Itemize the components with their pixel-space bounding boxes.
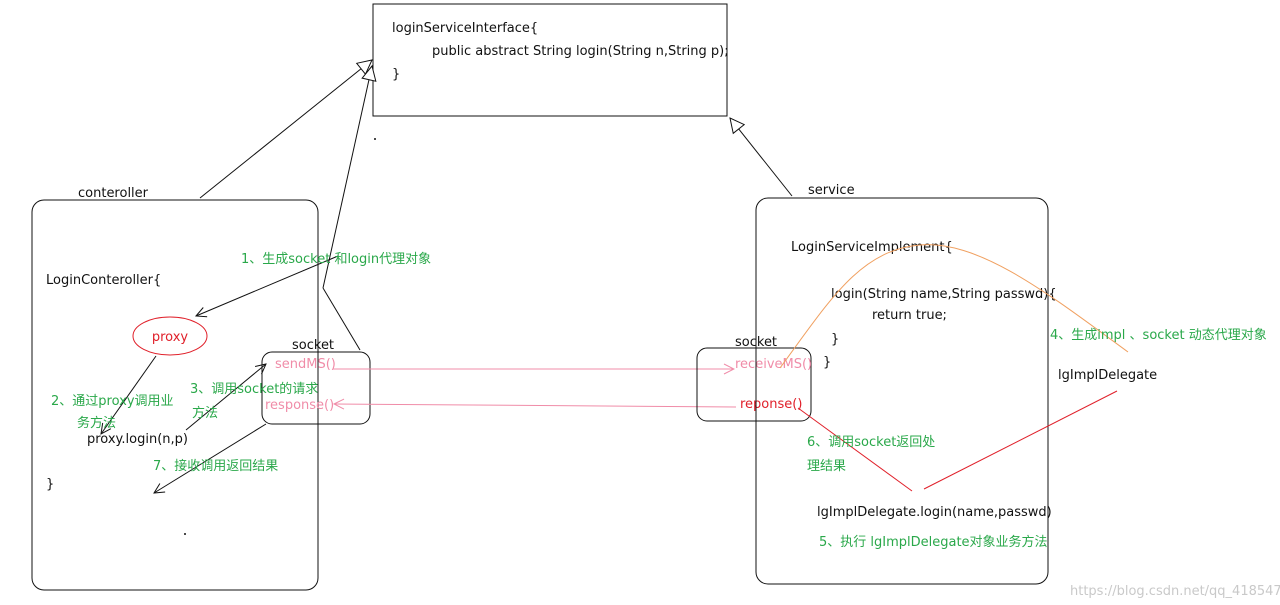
delegate-call: lgImplDelegate.login(name,passwd) xyxy=(817,505,1052,520)
step2-label-a: 2、通过proxy调用业 xyxy=(51,394,174,409)
controller-call: proxy.login(n,p) xyxy=(87,432,188,447)
step5-label: 5、执行 lgImplDelegate对象业务方法 xyxy=(819,534,1048,550)
controller-class-close: } xyxy=(46,477,54,492)
socket-to-proxy-line xyxy=(322,287,361,351)
service-title: service xyxy=(808,183,855,198)
step1-label: 1、生成socket 和login代理对象 xyxy=(241,252,431,267)
client-socket-title: socket xyxy=(292,338,334,353)
proxy-implements-arrow xyxy=(322,66,372,289)
step2-label-b: 务方法 xyxy=(77,415,116,431)
step3-label-b: 方法 xyxy=(192,405,218,421)
service-return: return true; xyxy=(872,308,947,323)
interface-box xyxy=(372,3,728,117)
interface-line-2: public abstract String login(String n,St… xyxy=(432,44,729,59)
client-socket-box xyxy=(261,351,371,425)
delegate-label: lgImplDelegate xyxy=(1058,368,1157,383)
dot-mark xyxy=(374,138,376,140)
service-inner-close: } xyxy=(831,332,839,347)
step3-arrow xyxy=(185,364,266,431)
service-box xyxy=(755,197,1049,585)
client-send-label: sendMS() xyxy=(275,357,336,372)
step6-label-a: 6、调用socket返回处 xyxy=(807,435,935,450)
interface-line-1: loginServiceInterface{ xyxy=(392,21,538,36)
dot-mark-2 xyxy=(184,533,186,535)
interface-line-3: } xyxy=(392,67,400,82)
response-message-line xyxy=(334,404,737,407)
server-reponse-label: reponse() xyxy=(740,397,802,412)
proxy-ellipse xyxy=(132,316,208,356)
step4-curve xyxy=(779,244,1129,369)
proxy-label: proxy xyxy=(152,330,189,345)
controller-class-open: LoginConteroller{ xyxy=(46,273,161,288)
controller-title: conteroller xyxy=(78,186,149,201)
step5-red-line xyxy=(923,390,1118,490)
controller-implements-arrow xyxy=(199,60,372,199)
service-outer-close: } xyxy=(823,355,831,370)
service-implements-arrow xyxy=(730,118,793,197)
service-class-open: LoginServiceImplement{ xyxy=(791,240,953,255)
step7-label: 7、接收调用返回结果 xyxy=(153,458,278,474)
step2-arrow xyxy=(101,355,157,434)
step1-arrow xyxy=(196,255,339,316)
watermark: https://blog.csdn.net/qq_41854797 xyxy=(1070,584,1280,599)
step4-label: 4、生成impl 、socket 动态代理对象 xyxy=(1050,328,1267,343)
step6-label-b: 理结果 xyxy=(807,459,846,474)
server-socket-box xyxy=(696,347,812,422)
step6-red-line xyxy=(797,407,913,492)
controller-box xyxy=(31,199,319,591)
server-receive-label: receiveMS() xyxy=(735,357,812,372)
step7-arrow xyxy=(154,423,267,493)
step3-label-a: 3、调用socket的请求 xyxy=(190,381,318,397)
client-response-label: response() xyxy=(265,398,334,413)
service-method: login(String name,String passwd){ xyxy=(831,287,1057,302)
